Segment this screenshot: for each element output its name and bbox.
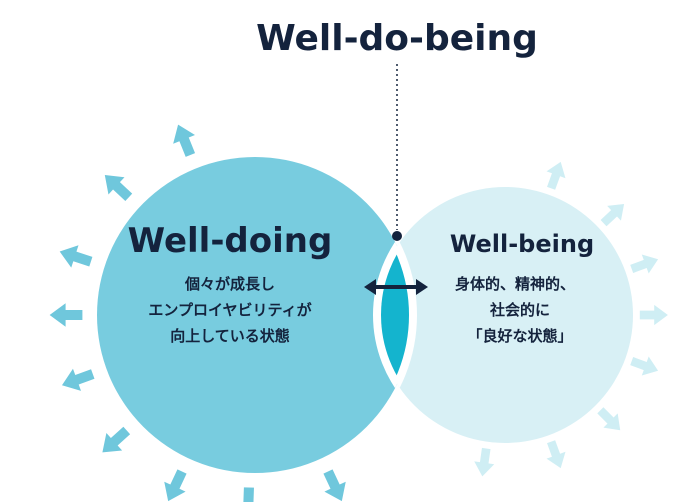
outward-arrow-icon — [323, 469, 346, 502]
left-outward-arrows — [49, 124, 346, 502]
outward-arrow-icon — [59, 245, 93, 268]
dot-marker-icon — [392, 231, 402, 241]
outward-arrow-icon — [61, 368, 95, 391]
well-doing-heading: Well-doing — [128, 221, 333, 261]
outward-arrow-icon — [173, 124, 196, 157]
outward-arrow-icon — [630, 254, 659, 274]
outward-arrow-icon — [546, 440, 566, 469]
overlap-area — [373, 183, 417, 447]
page-title: Well-do-being — [256, 18, 538, 59]
well-being-line-1: 身体的、精神的、 — [455, 275, 575, 293]
well-doing-line-3: 向上している状態 — [170, 327, 290, 345]
well-doing-line-1: 個々が成長し — [184, 275, 275, 293]
outward-arrow-icon — [597, 407, 621, 431]
well-doing-circle — [97, 157, 413, 473]
outward-arrow-icon — [49, 303, 83, 327]
outward-arrow-icon — [630, 356, 659, 376]
outward-arrow-icon — [600, 203, 625, 227]
outward-arrow-icon — [236, 487, 261, 502]
well-doing-line-2: エンプロイヤビリティが — [148, 301, 312, 319]
double-arrow-icon — [364, 279, 428, 295]
outward-arrow-icon — [164, 469, 187, 502]
outward-arrow-icon — [104, 174, 133, 201]
outward-arrow-icon — [474, 447, 495, 477]
well-being-line-2: 社会的に — [489, 301, 550, 319]
well-being-heading: Well-being — [450, 230, 594, 258]
outward-arrow-icon — [639, 304, 668, 326]
outward-arrow-icon — [102, 426, 131, 453]
right-outward-arrows — [474, 161, 668, 477]
well-being-line-3: 「良好な状態」 — [467, 327, 572, 345]
outward-arrow-icon — [546, 161, 566, 190]
well-being-circle — [377, 187, 633, 443]
